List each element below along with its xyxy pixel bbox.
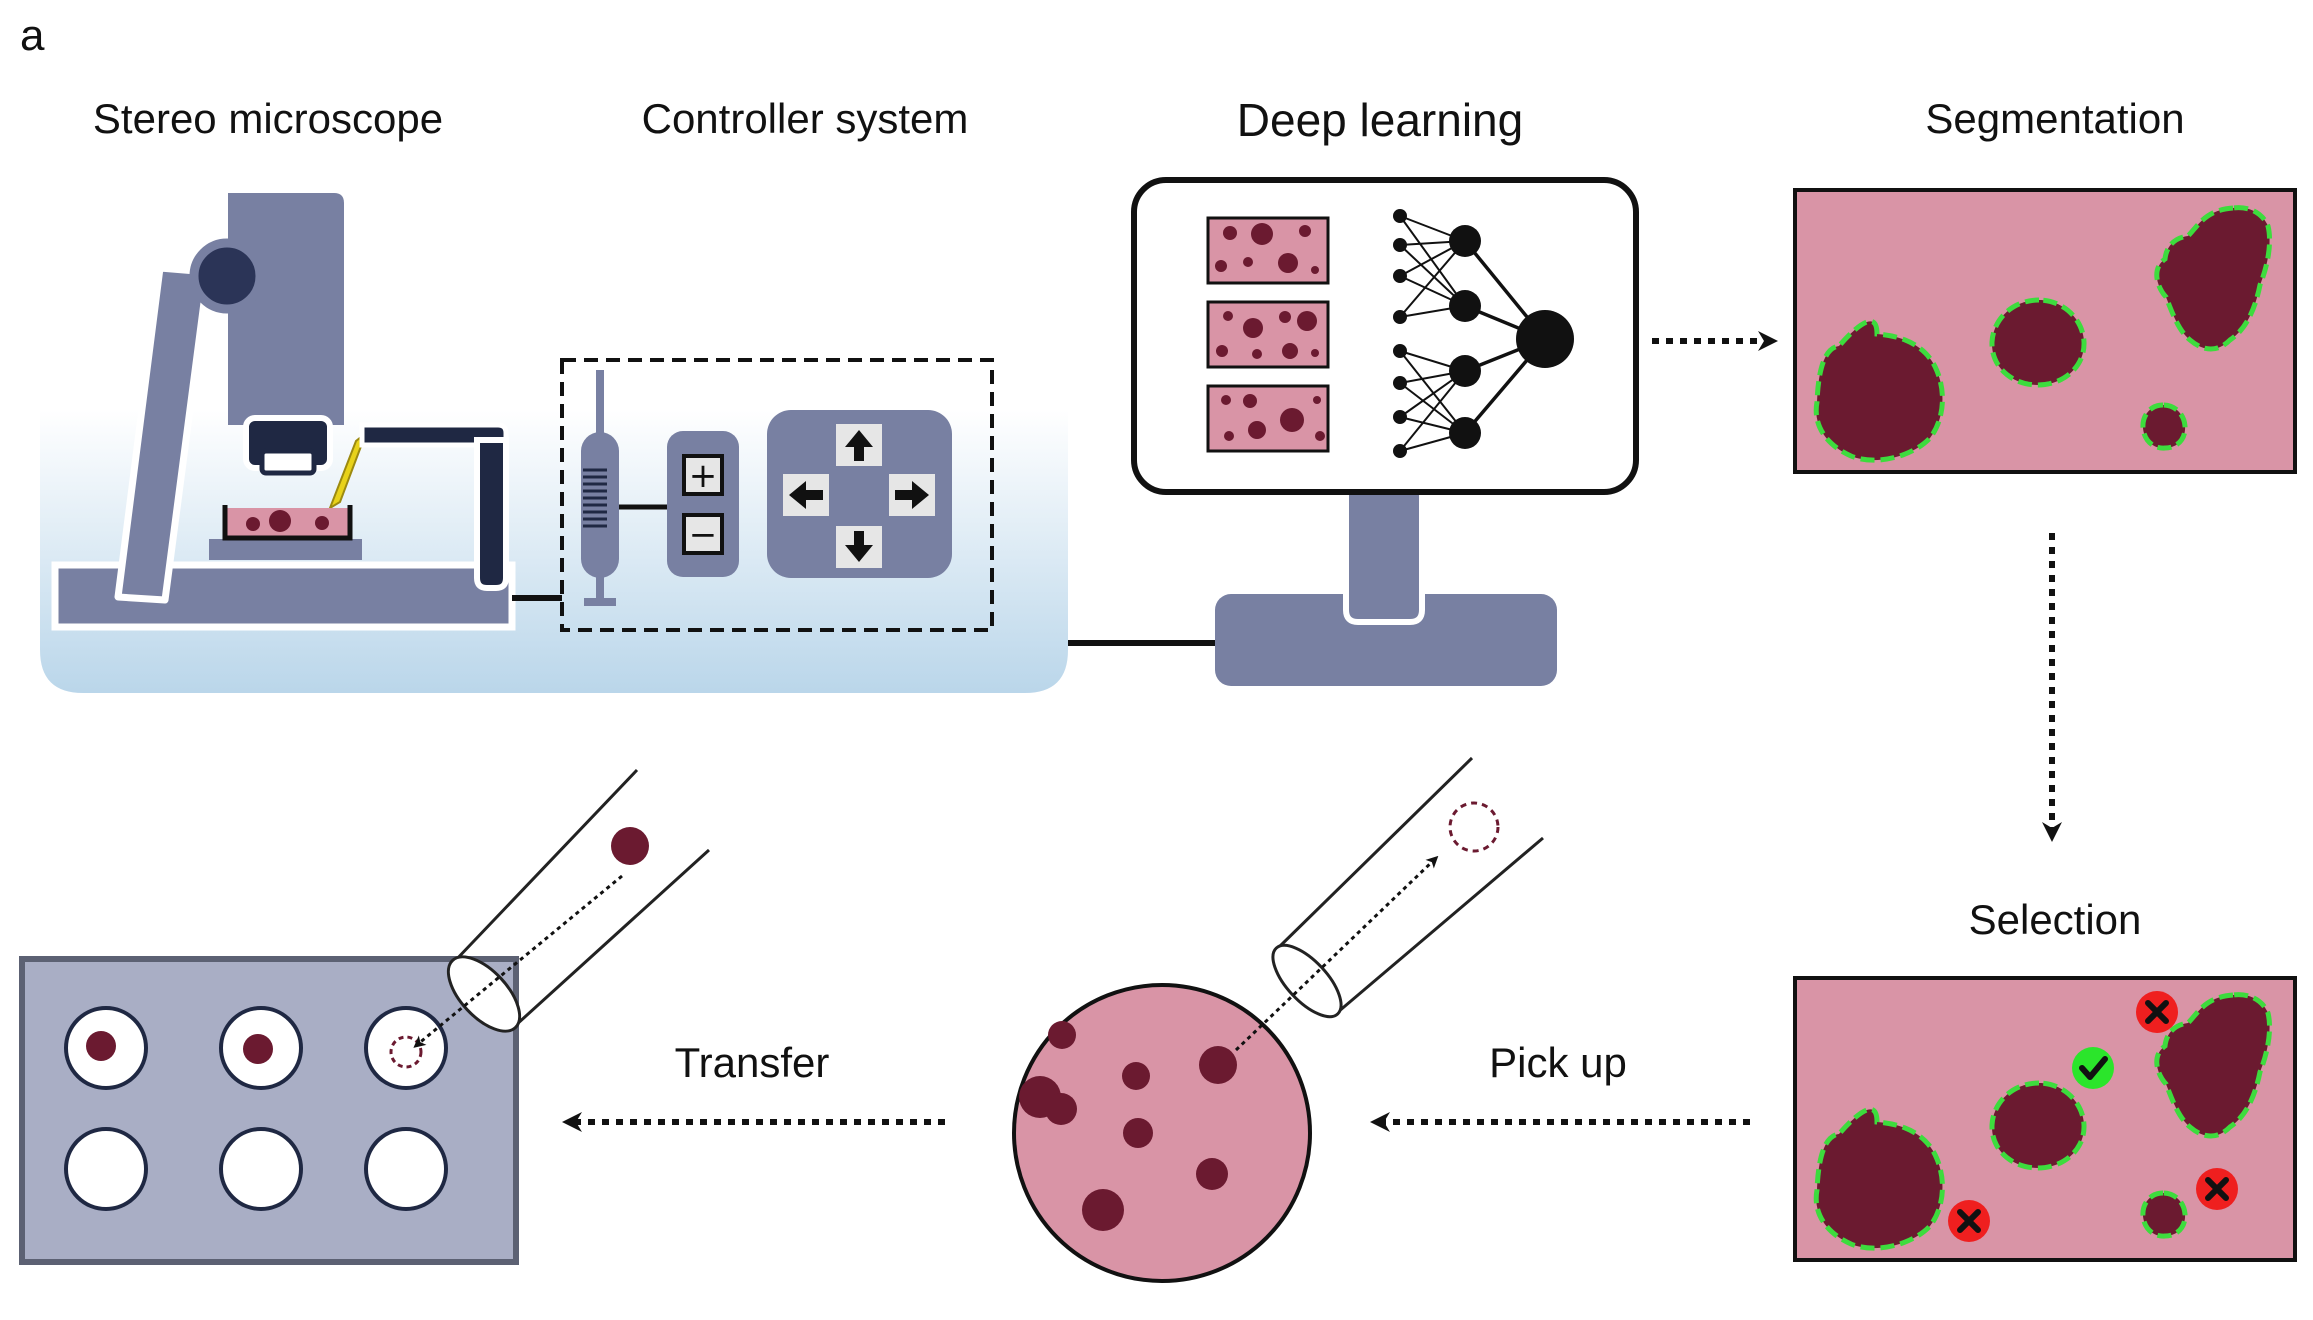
minus-button[interactable]	[682, 513, 724, 555]
arrow-left-button[interactable]	[783, 474, 829, 516]
panel-letter: a	[20, 11, 45, 60]
well-b3	[364, 1127, 448, 1211]
arrow-left-icon	[789, 481, 823, 509]
well-a3	[364, 1006, 448, 1090]
training-image-3	[1206, 384, 1330, 453]
segmented-organoid-medium	[1989, 297, 2087, 388]
well-b1	[64, 1127, 148, 1211]
accept-check-icon	[2072, 1047, 2114, 1089]
reject-icon	[1948, 1200, 1990, 1242]
selected-organoid-medium	[1989, 1080, 2087, 1171]
reject-icon	[2136, 991, 2178, 1033]
arrow-up-icon	[845, 430, 873, 461]
controller-system: + −	[560, 358, 994, 632]
title-segmentation: Segmentation	[1925, 95, 2184, 142]
training-image-2	[1206, 300, 1330, 369]
organoid-in-pipette	[611, 827, 649, 865]
reject-icon	[2196, 1168, 2238, 1210]
transfer-pipette	[413, 768, 711, 1048]
label-transfer: Transfer	[675, 1039, 830, 1086]
well-b2	[219, 1127, 303, 1211]
neural-network-icon	[1393, 209, 1574, 458]
controller-dashed-box	[560, 358, 994, 632]
arrow-up-button[interactable]	[836, 424, 882, 466]
label-pick-up: Pick up	[1489, 1039, 1627, 1086]
selected-organoid-large	[1813, 1106, 1945, 1251]
syringe-icon	[581, 370, 619, 606]
pick-up-pipette	[1234, 756, 1544, 1052]
arrow-down-icon	[845, 531, 873, 562]
title-controller-system: Controller system	[642, 95, 969, 142]
segmented-organoid-large	[1813, 318, 1945, 463]
training-image-1	[1206, 216, 1330, 285]
direction-pad	[767, 410, 952, 578]
well-plate	[19, 956, 519, 1265]
minus-button-label: −	[689, 515, 718, 555]
segmented-organoid-elongated	[2154, 205, 2273, 352]
target-position-marker	[1448, 801, 1500, 853]
deep-learning-monitor	[1131, 177, 1639, 686]
petri-dish	[1012, 983, 1312, 1283]
selected-organoid-small	[2140, 1190, 2188, 1239]
segmentation-panel	[1793, 188, 2297, 474]
title-stereo-microscope: Stereo microscope	[93, 95, 443, 142]
arrow-right-icon	[895, 481, 929, 509]
plus-button-label: +	[689, 456, 718, 496]
pressure-control-module: + −	[667, 431, 739, 577]
segmented-organoid-small	[2140, 402, 2188, 451]
plus-button[interactable]	[682, 454, 724, 496]
selected-organoid-elongated	[2154, 992, 2273, 1139]
arrow-down-button[interactable]	[836, 526, 882, 568]
selection-panel	[1793, 976, 2297, 1262]
title-deep-learning: Deep learning	[1237, 94, 1523, 146]
title-selection: Selection	[1969, 896, 2142, 943]
arrow-right-button[interactable]	[889, 474, 935, 516]
